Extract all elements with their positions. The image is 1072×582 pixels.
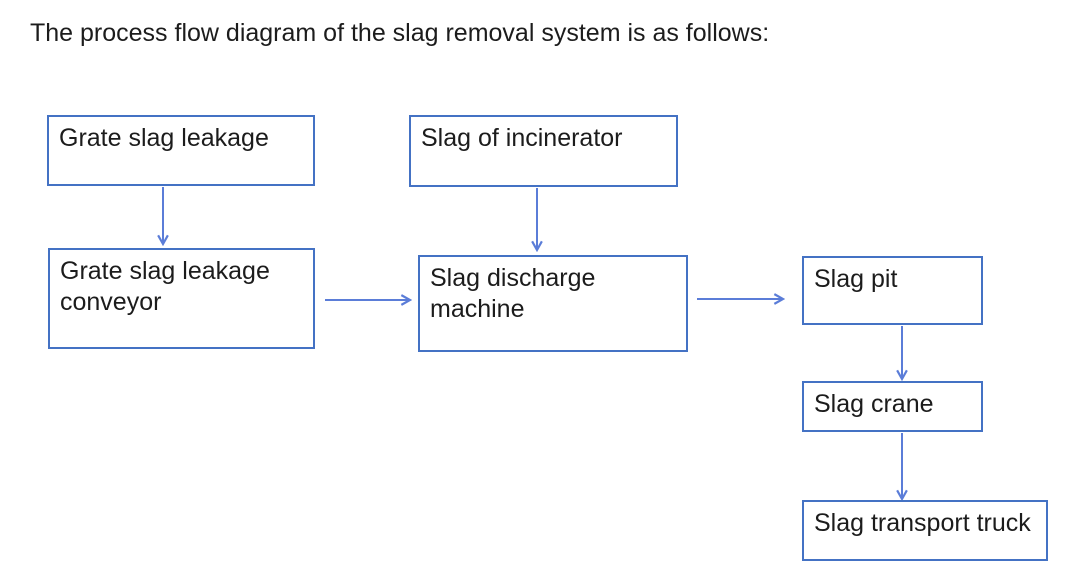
node-label-slag-of-incinerator: Slag of incinerator: [421, 124, 623, 152]
node-label-slag-transport-truck: Slag transport truck: [814, 509, 1031, 537]
node-label-slag-discharge-machine: Slag discharge machine: [430, 264, 596, 324]
node-grate-slag-leakage: Grate slag leakage: [47, 115, 315, 186]
node-slag-of-incinerator: Slag of incinerator: [409, 115, 678, 187]
node-slag-discharge-machine: Slag discharge machine: [418, 255, 688, 352]
diagram-caption: The process flow diagram of the slag rem…: [30, 19, 770, 47]
node-label-slag-pit: Slag pit: [814, 265, 898, 293]
node-slag-crane: Slag crane: [802, 381, 983, 432]
node-label-grate-slag-leakage: Grate slag leakage: [59, 124, 269, 152]
node-slag-pit: Slag pit: [802, 256, 983, 325]
node-label-slag-crane: Slag crane: [814, 390, 934, 418]
node-slag-transport-truck: Slag transport truck: [802, 500, 1048, 561]
node-grate-slag-leakage-conveyor: Grate slag leakage conveyor: [48, 248, 315, 349]
node-label-grate-slag-leakage-conveyor: Grate slag leakage conveyor: [60, 257, 270, 317]
